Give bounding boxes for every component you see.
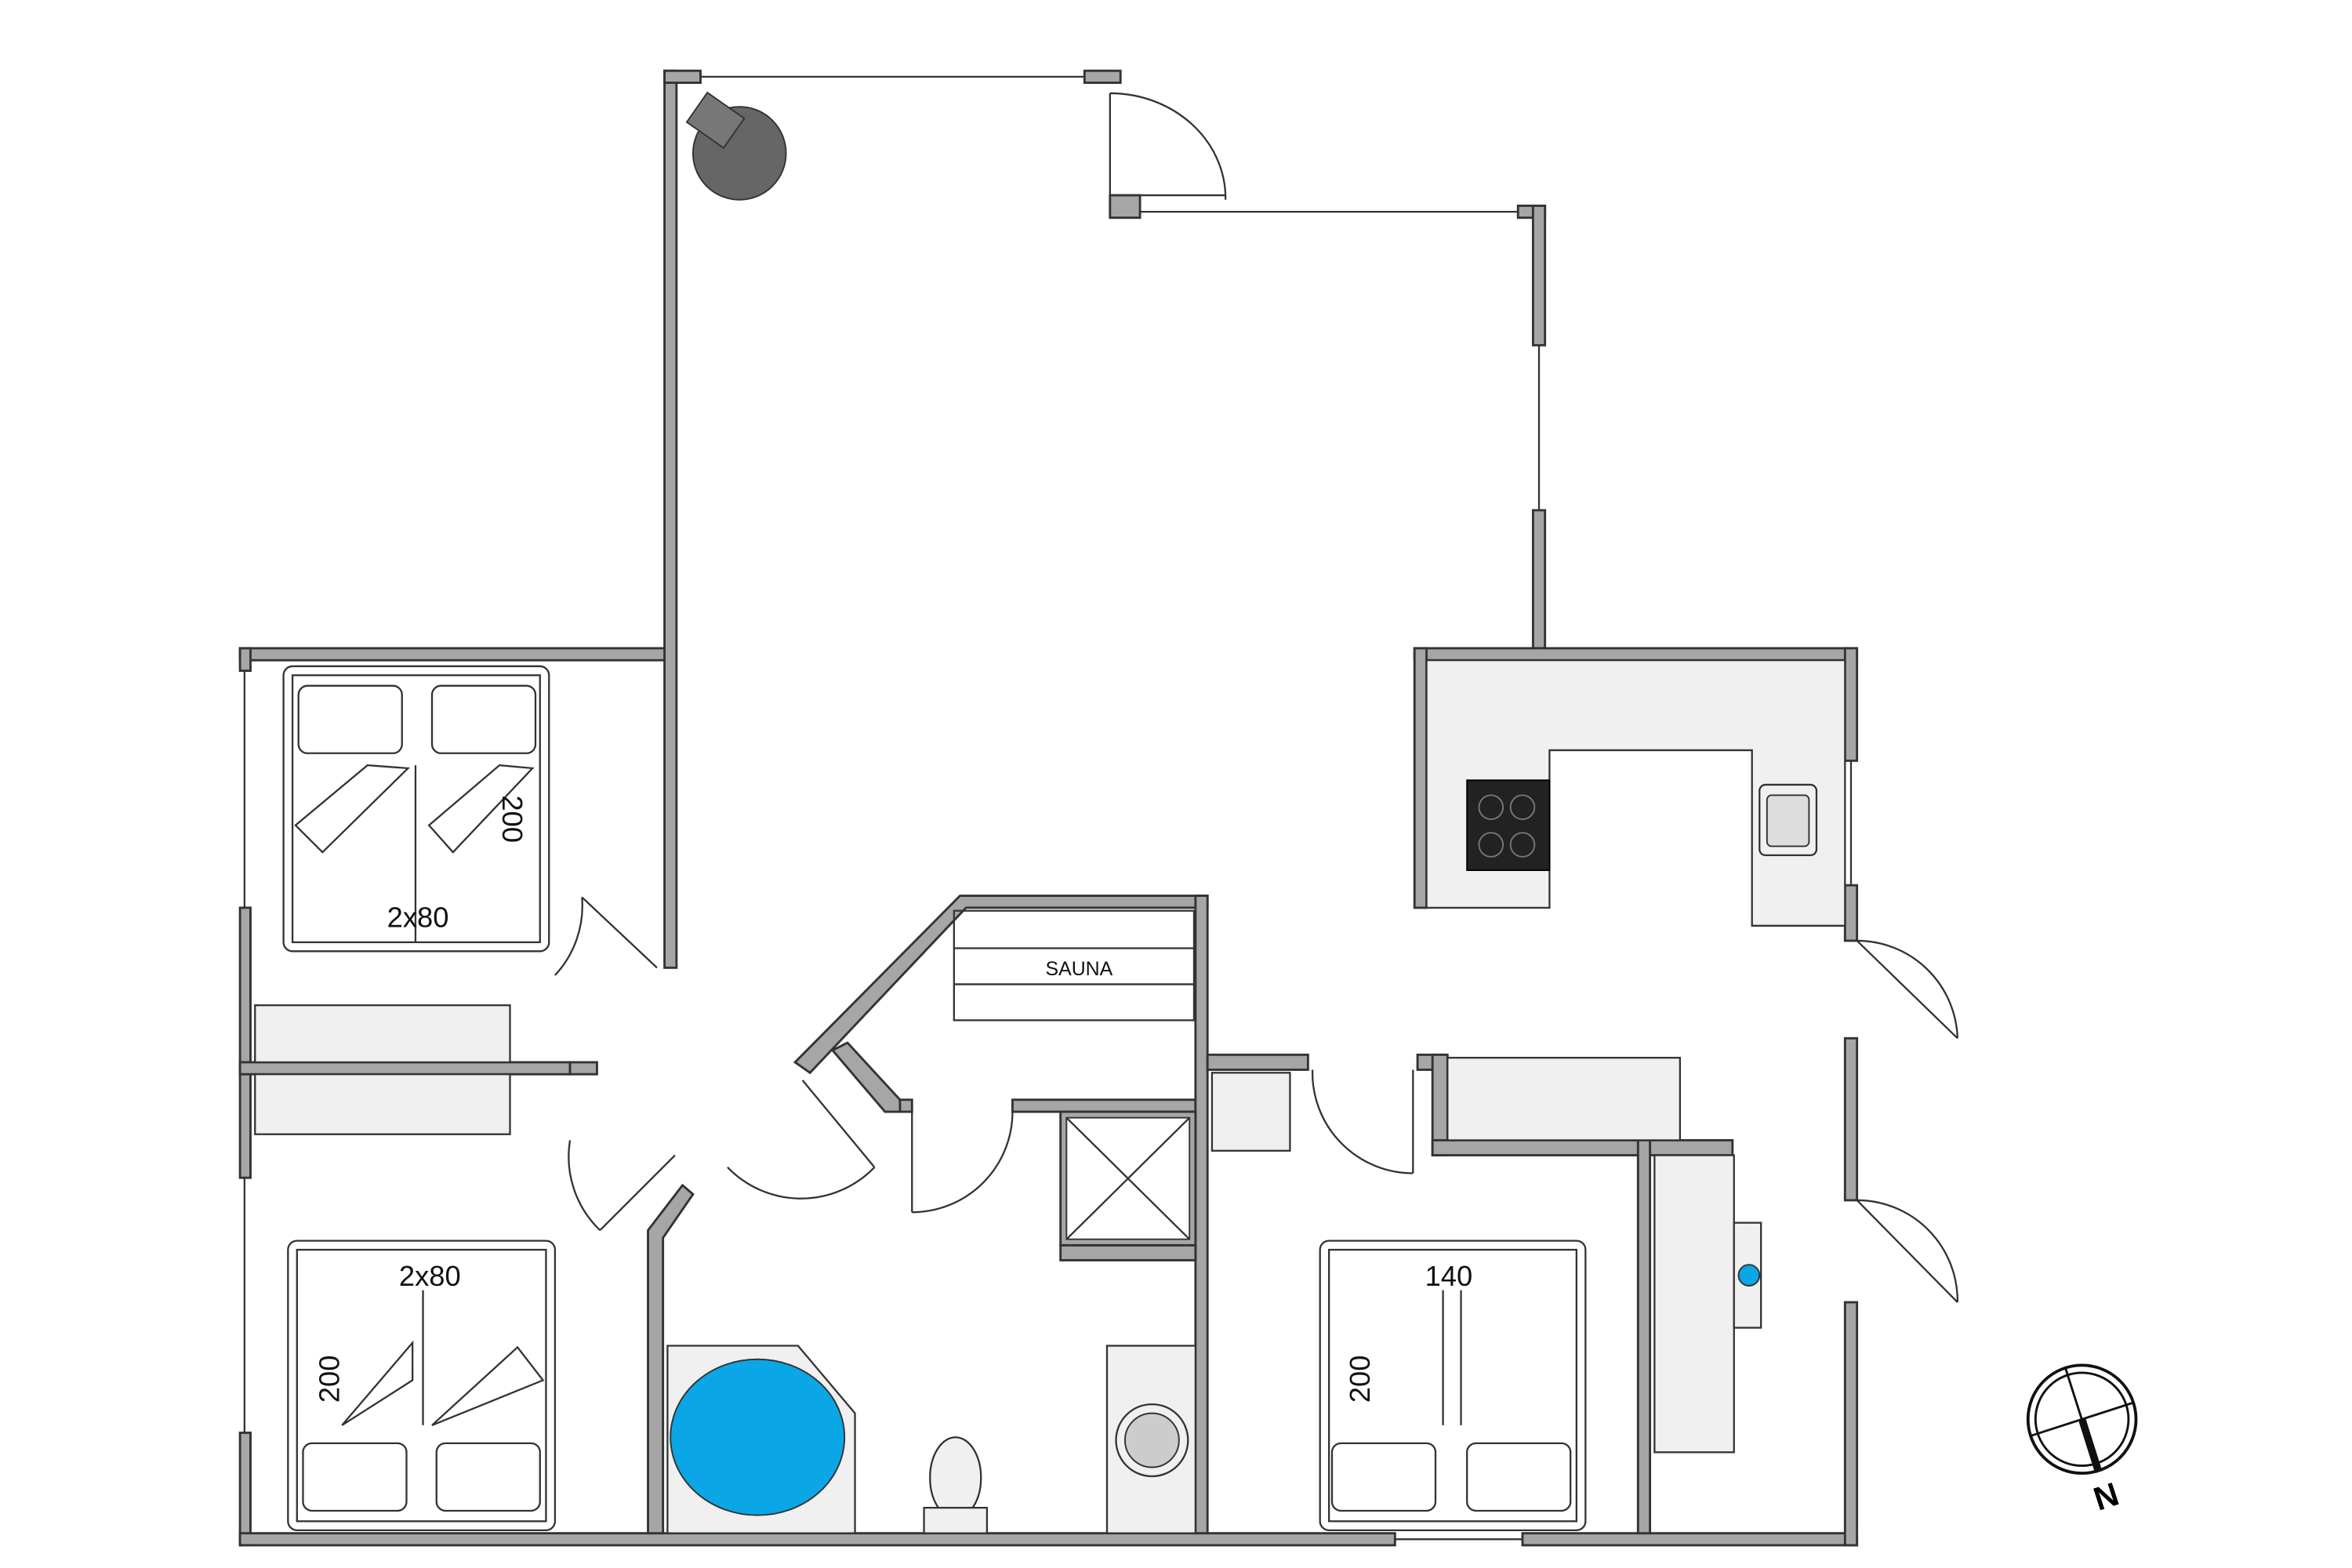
bed-length-label: 200 — [1344, 1356, 1376, 1403]
compass: N — [2026, 1363, 2138, 1518]
bed-size-label: 140 — [1425, 1260, 1473, 1292]
bedroom-nw: 2x80 200 — [254, 665, 550, 1064]
walls — [238, 69, 1859, 1547]
bed-size-label: 2x80 — [399, 1260, 461, 1292]
doors[interactable] — [554, 92, 1958, 1303]
bedroom-se: 140 200 — [1210, 1057, 1762, 1531]
bed-length-label: 200 — [313, 1356, 345, 1403]
bedroom-sw: 2x80 200 — [254, 1073, 557, 1531]
sauna-label: SAUNA — [1046, 958, 1113, 980]
stove-fireplace — [685, 91, 787, 201]
sauna: SAUNA — [953, 909, 1196, 1022]
bathroom — [666, 1110, 1197, 1534]
compass-north-label: N — [2089, 1475, 2123, 1518]
bed-length-label: 200 — [496, 795, 528, 843]
stove — [1466, 779, 1551, 871]
kitchen — [1425, 659, 1846, 927]
bathtub — [670, 1358, 846, 1516]
bed-size-label: 2x80 — [387, 902, 449, 934]
